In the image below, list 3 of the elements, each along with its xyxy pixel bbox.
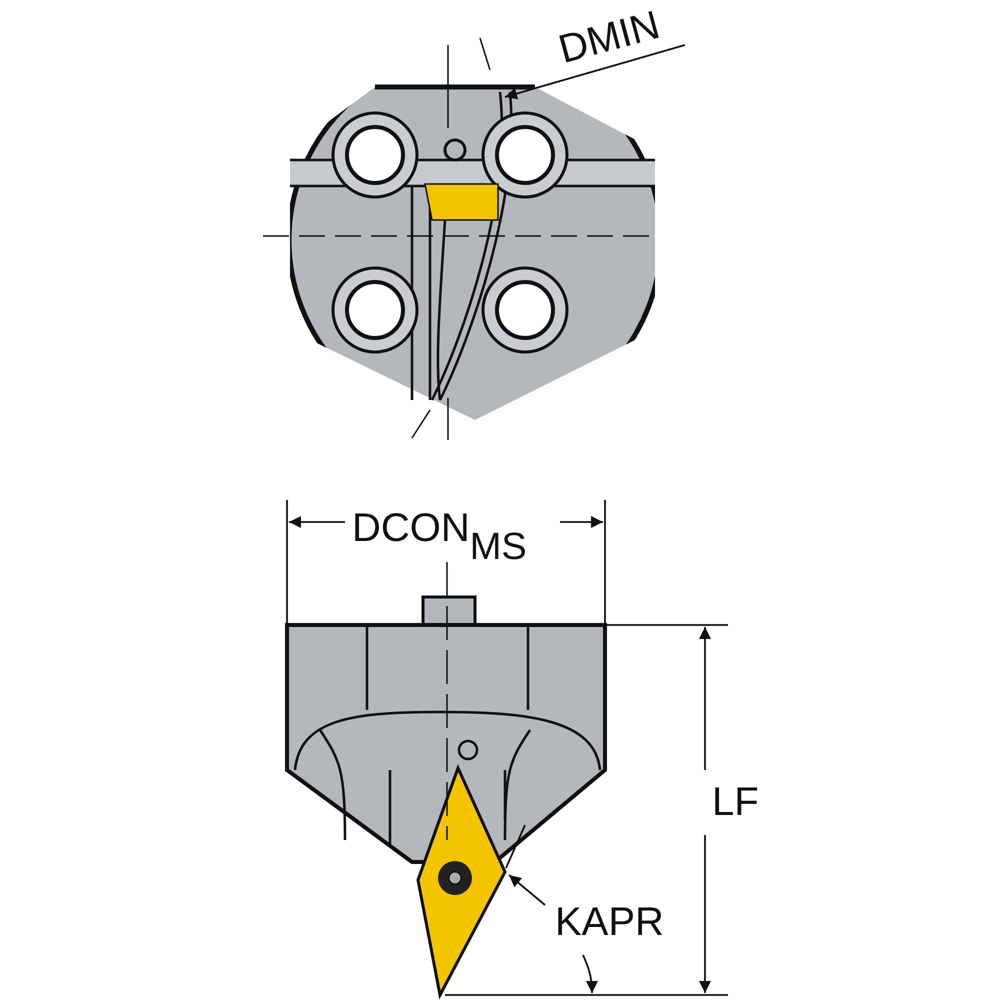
dimension-label: LF <box>712 782 759 822</box>
dimension-label: DMIN <box>554 4 664 70</box>
dimension-label: KAPR <box>555 902 664 942</box>
